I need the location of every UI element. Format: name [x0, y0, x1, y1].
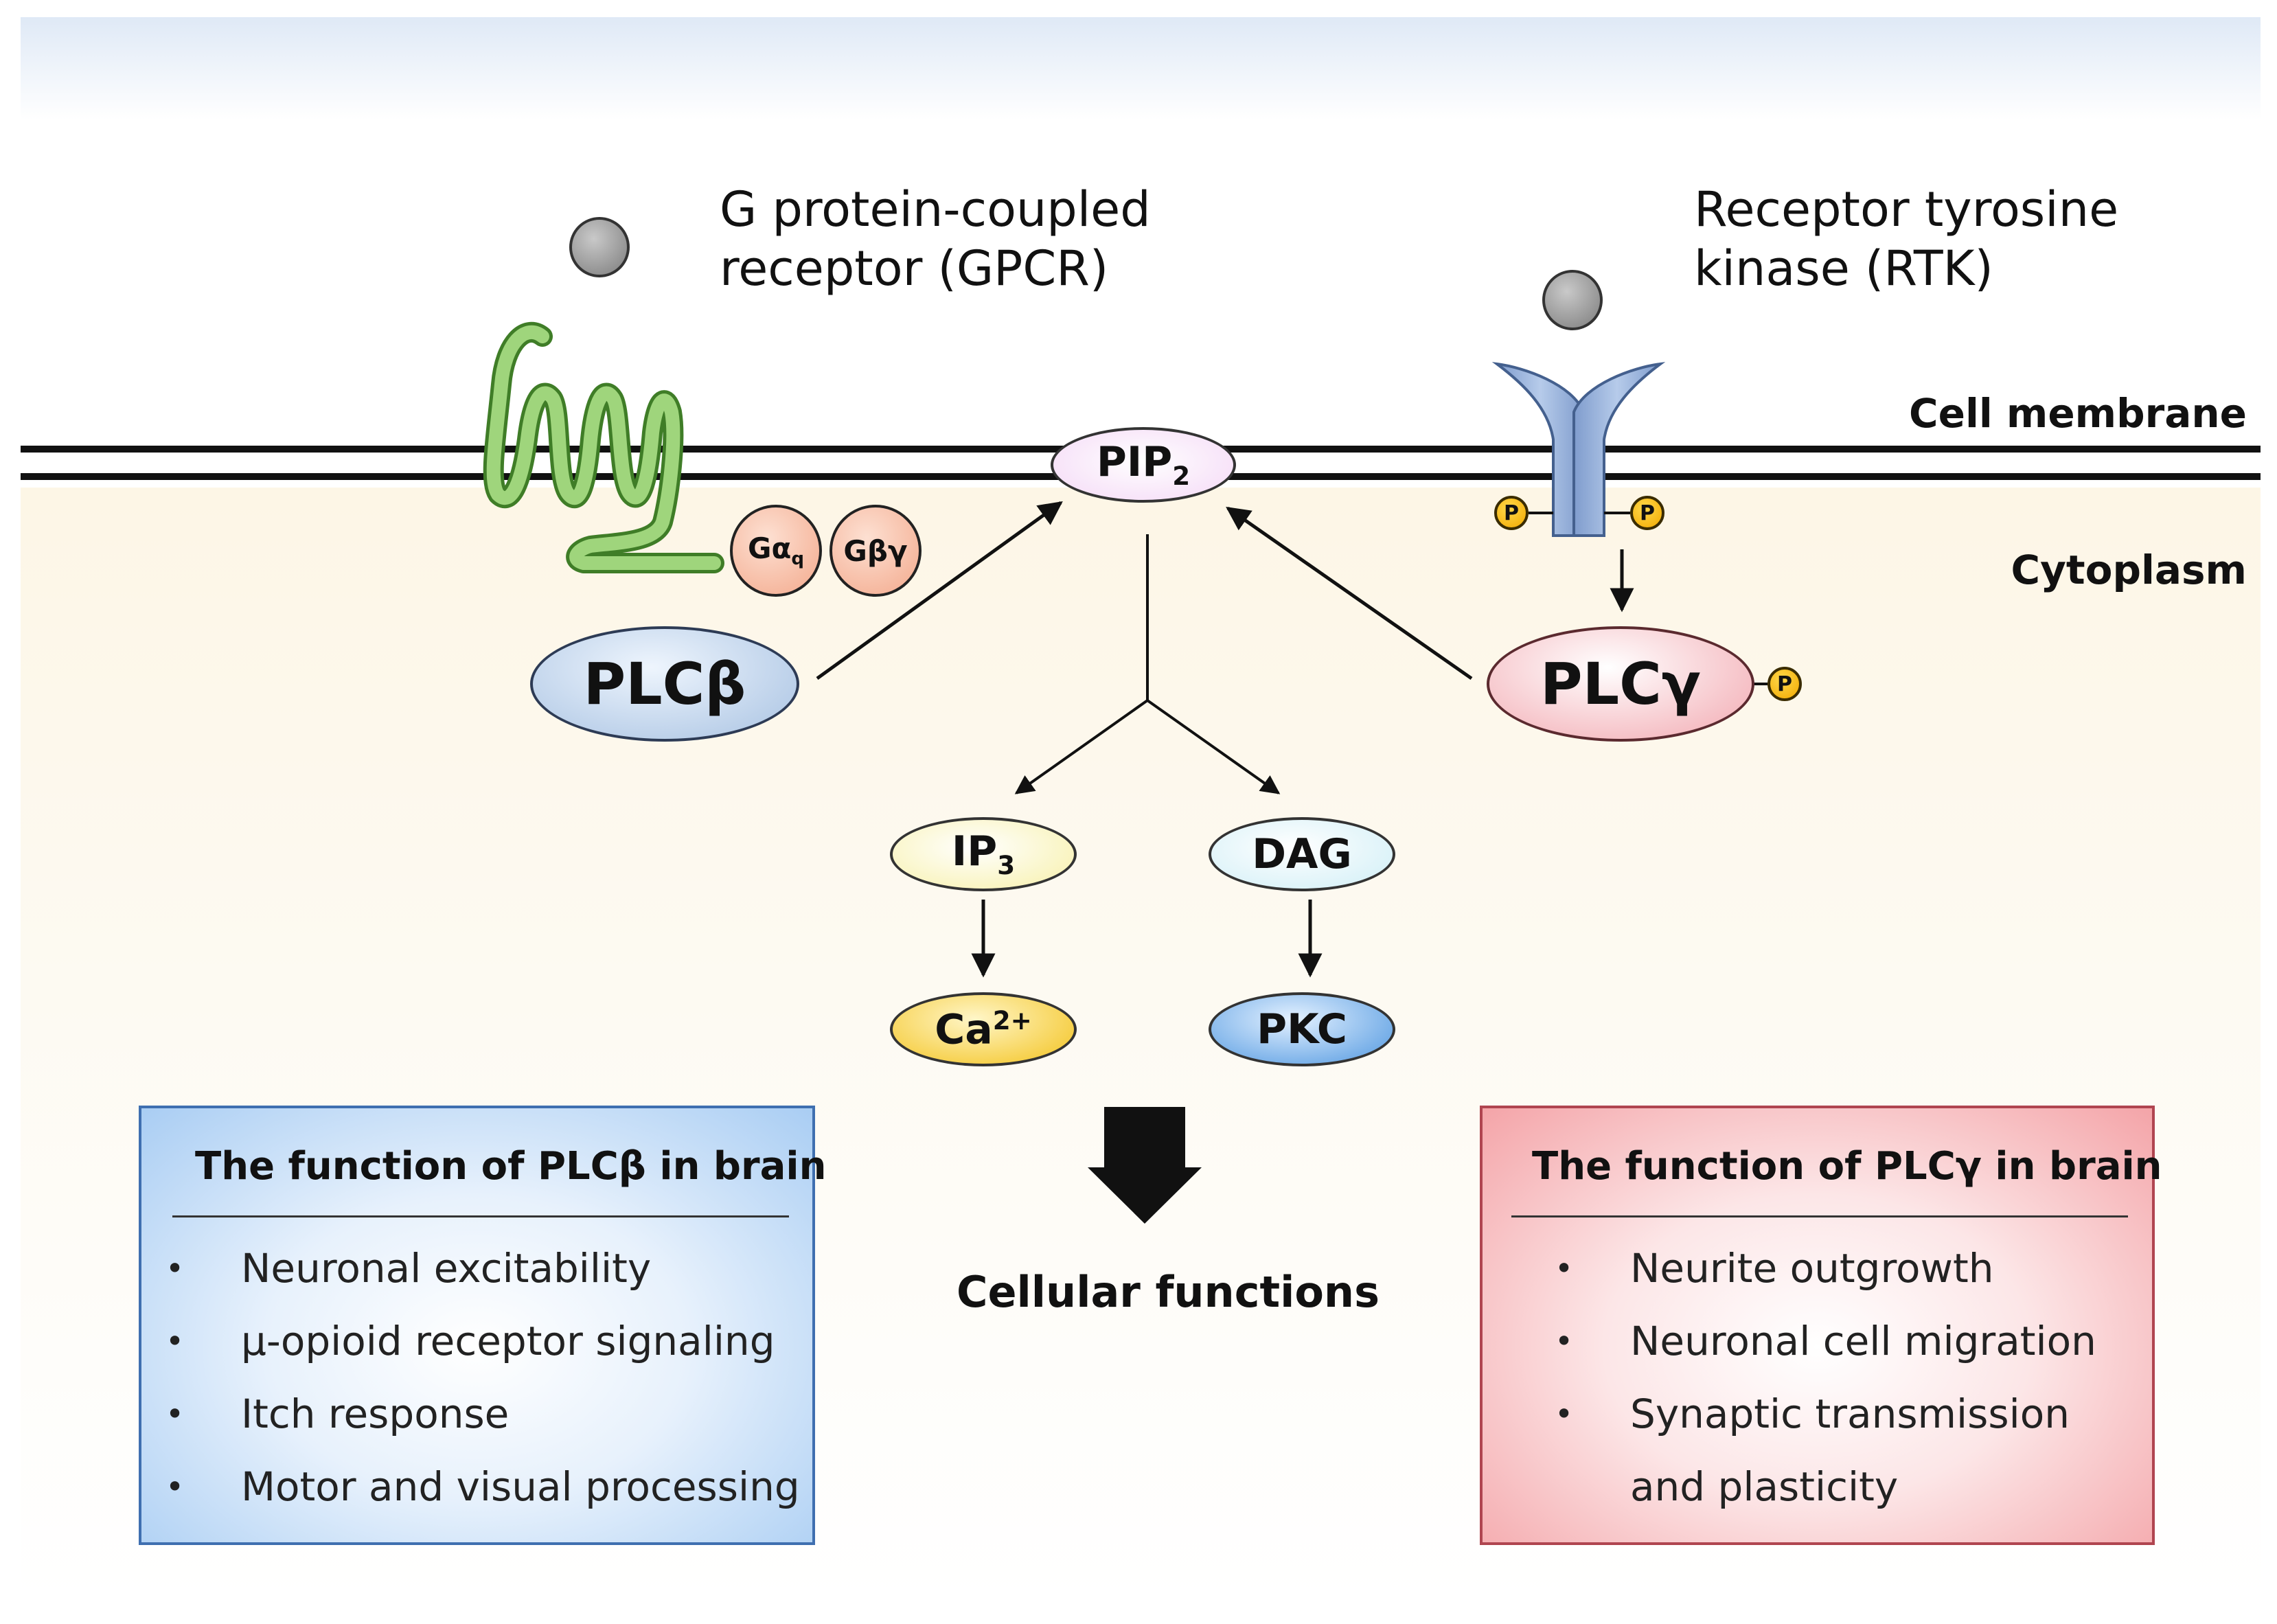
list-item: and plasticity: [1630, 1463, 1899, 1510]
plc-beta-panel-divider: [172, 1215, 789, 1217]
dag-node: DAG: [1209, 817, 1395, 891]
arrow-plcb-to-pip2: [816, 501, 1063, 681]
ip3-node: IP3: [890, 817, 1077, 891]
arrow-plcg-to-pip2: [1226, 506, 1473, 681]
plc-beta-function-list: Neuronal excitability μ-opioid receptor …: [165, 1232, 800, 1523]
gpcr-caption-line1: G protein-coupled: [720, 181, 1151, 238]
list-item: Neuronal cell migration: [1555, 1305, 2096, 1377]
pip2-node: PIP2: [1051, 427, 1236, 503]
pip2-text: PIP2: [1096, 438, 1191, 492]
ip3-text: IP3: [951, 827, 1016, 881]
rtk-phosphate-right: P: [1630, 496, 1664, 530]
plc-gamma-phosphate: P: [1767, 667, 1802, 701]
list-item: Synaptic transmission: [1555, 1377, 2096, 1450]
plc-gamma-node: PLCγ: [1487, 626, 1754, 742]
cytoplasm-label: Cytoplasm: [2011, 547, 2247, 593]
list-item: Neurite outgrowth: [1555, 1232, 2096, 1305]
plc-gamma-function-panel: The function of PLCγ in brain Neurite ou…: [1480, 1106, 2162, 1545]
g-alpha-q-node: Gαq: [730, 505, 822, 597]
arrow-to-ip3: [1014, 699, 1149, 794]
plc-gamma-panel-divider: [1511, 1215, 2128, 1217]
rtk-phosphate-left: P: [1494, 496, 1529, 530]
gpcr-caption-line2: receptor (GPCR): [720, 240, 1109, 297]
plc-beta-panel-title: The function of PLCβ in brain: [195, 1144, 827, 1189]
calcium-text: Ca2+: [935, 1005, 1032, 1054]
rtk-caption: Receptor tyrosine kinase (RTK): [1694, 180, 2118, 298]
rtk-caption-line2: kinase (RTK): [1694, 240, 1993, 297]
rtk-ligand: [1542, 270, 1603, 330]
list-item: Motor and visual processing: [165, 1450, 800, 1523]
plc-beta-node: PLCβ: [530, 626, 799, 742]
plc-gamma-panel-title: The function of PLCγ in brain: [1532, 1144, 2162, 1189]
gpcr-receptor: [483, 322, 724, 573]
header-gradient: [21, 17, 2261, 120]
list-item: μ-opioid receptor signaling: [165, 1305, 800, 1377]
arrow-to-dag: [1146, 699, 1281, 794]
g-alpha-q-text: Gαq: [748, 531, 804, 570]
list-item: Neuronal excitability: [165, 1232, 800, 1305]
rtk-receptor: [1491, 362, 1666, 537]
calcium-node: Ca2+: [890, 992, 1077, 1066]
gpcr-caption: G protein-coupled receptor (GPCR): [720, 180, 1151, 298]
cellular-functions-arrow: [1088, 1107, 1202, 1224]
plc-gamma-function-list: Neurite outgrowth Neuronal cell migratio…: [1555, 1232, 2096, 1523]
list-item: Itch response: [165, 1377, 800, 1450]
gpcr-ligand: [569, 217, 630, 277]
cellular-functions-label: Cellular functions: [957, 1267, 1380, 1317]
cell-membrane-label: Cell membrane: [1909, 390, 2247, 437]
rtk-caption-line1: Receptor tyrosine: [1694, 181, 2119, 238]
g-beta-gamma-node: Gβγ: [829, 505, 922, 597]
pkc-node: PKC: [1209, 992, 1395, 1066]
plc-beta-function-panel: The function of PLCβ in brain Neuronal e…: [139, 1106, 827, 1545]
